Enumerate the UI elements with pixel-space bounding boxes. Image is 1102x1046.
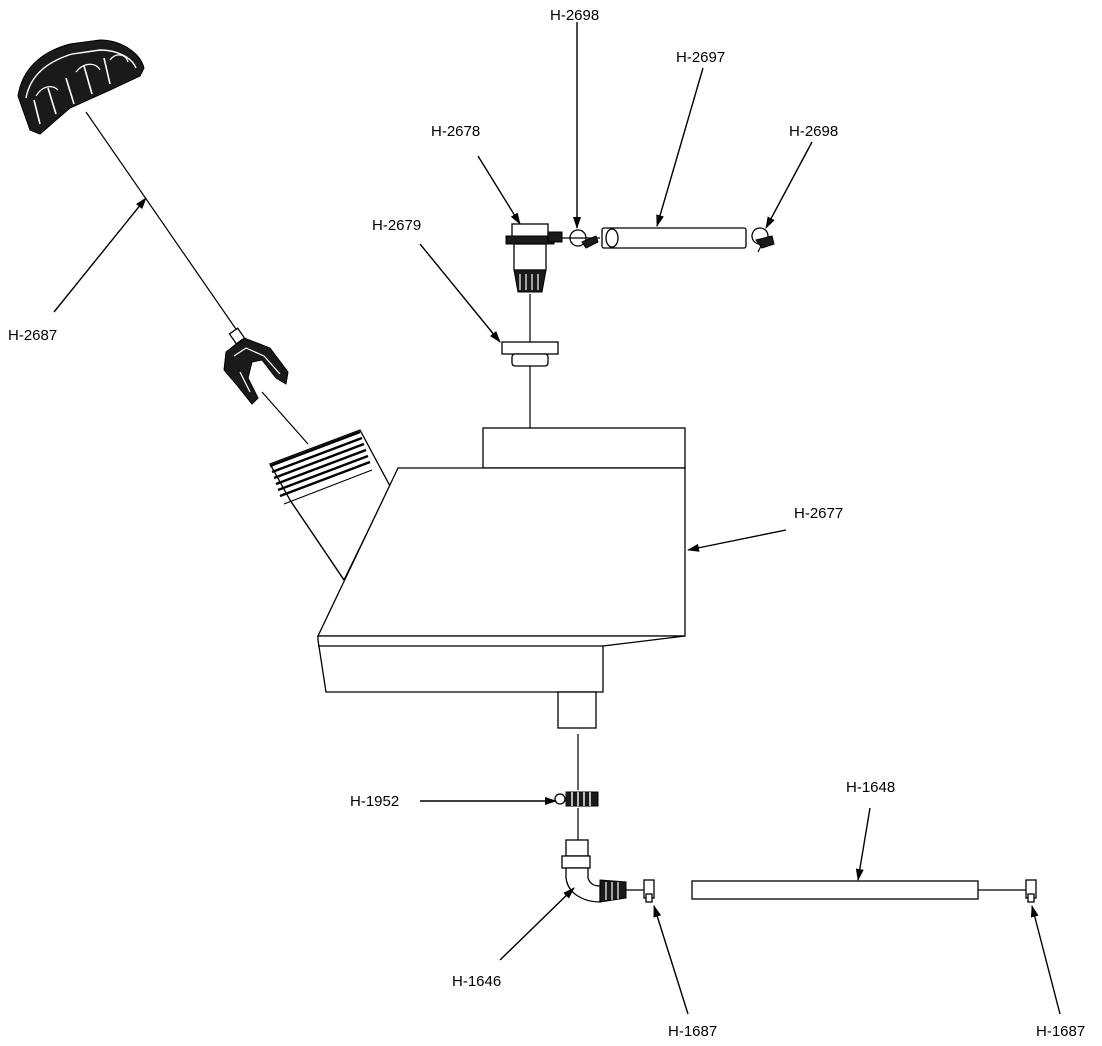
small-clamp-right-part: [1025, 879, 1037, 903]
leader-h1687-right: [1030, 905, 1061, 1015]
leader-h2677: [687, 529, 787, 552]
callout-h2687: H-2687: [8, 327, 57, 344]
callout-h2698-top: H-2698: [550, 7, 599, 24]
callout-h1646: H-1646: [452, 973, 501, 990]
hose-clamp-right-part: [751, 227, 775, 253]
threaded-fitting-part: [554, 791, 599, 807]
leader-h1687-mid: [653, 905, 689, 1015]
tether-wire-lower: [261, 391, 309, 445]
leader-lines: [53, 22, 1061, 1015]
hose-clamp-left-part: [562, 229, 600, 249]
adapter-plate-part: [501, 341, 559, 367]
leader-h2687: [53, 197, 147, 313]
tank-body-part: [316, 427, 686, 729]
tube-long-part: [691, 880, 1026, 900]
cap-part: [17, 39, 145, 135]
elbow-fitting-part: [561, 839, 644, 903]
callout-h2678: H-2678: [431, 123, 480, 140]
leader-h2697: [656, 67, 704, 227]
callout-h1952: H-1952: [350, 793, 399, 810]
filter-fitting-part: [505, 223, 563, 293]
callout-h1687-right: H-1687: [1036, 1023, 1085, 1040]
callout-h2698-right: H-2698: [789, 123, 838, 140]
callout-h1648: H-1648: [846, 779, 895, 796]
leader-h1646: [499, 887, 575, 961]
small-clamp-mid-part: [643, 879, 655, 903]
callout-h1687-mid: H-1687: [668, 1023, 717, 1040]
tether-wire: [85, 111, 239, 333]
leader-h2678: [477, 155, 521, 225]
leader-h2679: [419, 243, 501, 343]
tether-clip-part: [223, 327, 289, 405]
callout-h2677: H-2677: [794, 505, 843, 522]
tube-part: [601, 227, 747, 249]
callout-labels: H-2698 H-2697 H-2698 H-2678 H-2679 H-268…: [8, 7, 1085, 1040]
leader-h2698-right: [765, 141, 813, 229]
threaded-neck-part: [269, 429, 391, 582]
leader-h1648: [855, 807, 871, 881]
callout-h2697: H-2697: [676, 49, 725, 66]
callout-h2679: H-2679: [372, 217, 421, 234]
